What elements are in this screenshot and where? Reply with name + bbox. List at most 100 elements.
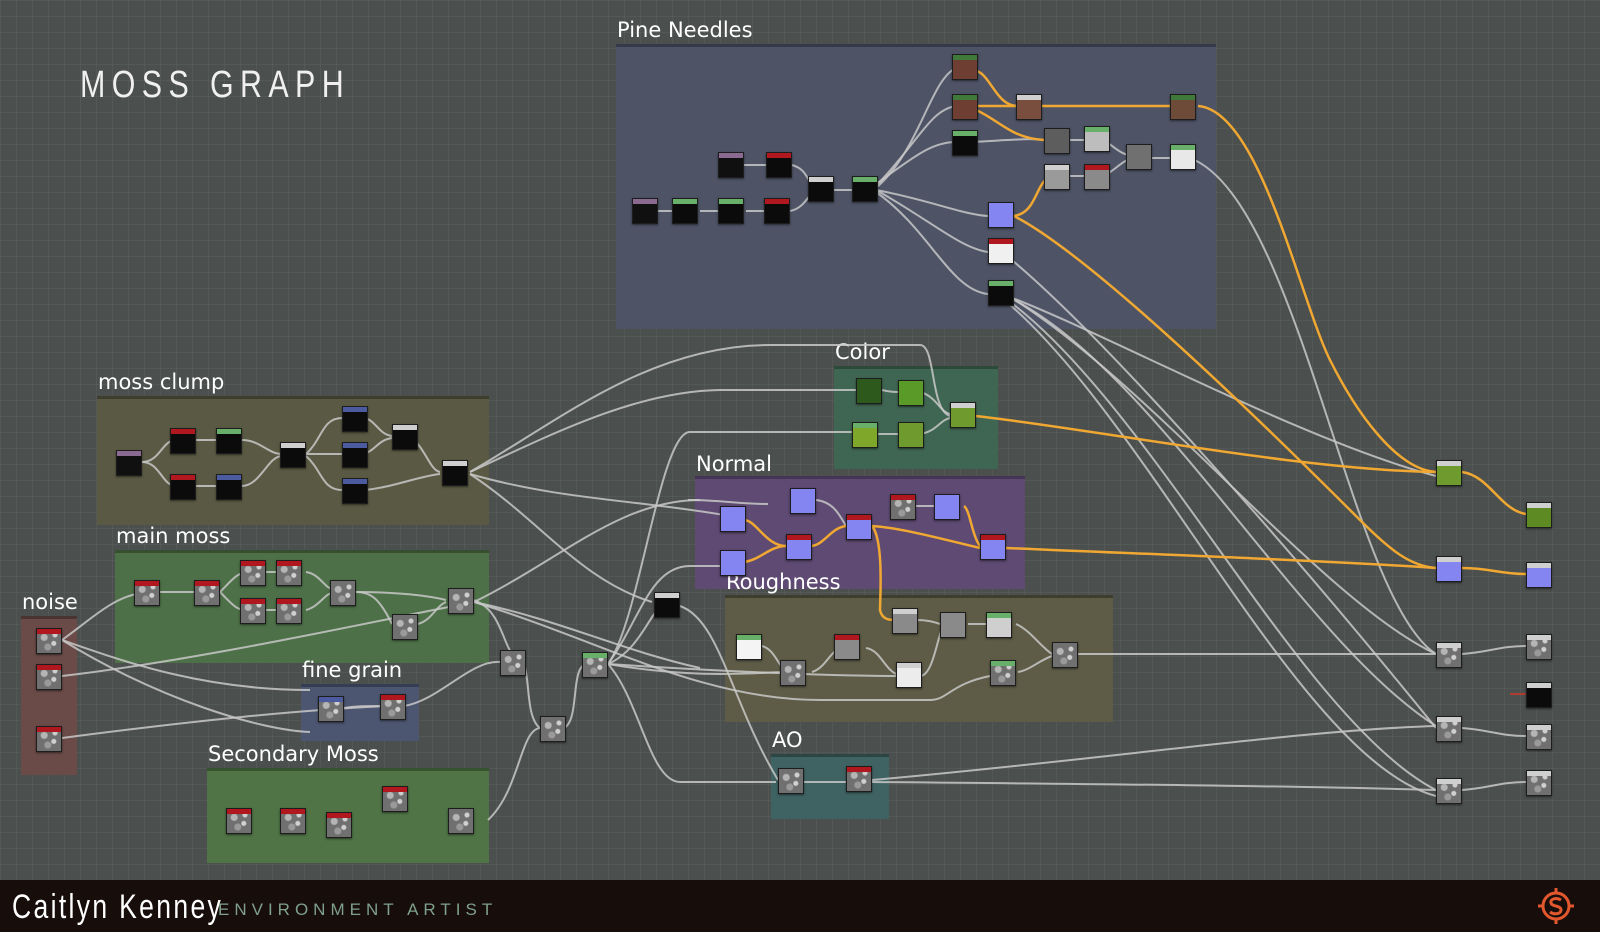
node-main-moss-3[interactable] [240, 560, 266, 586]
wire [743, 518, 787, 548]
node-out-normal[interactable] [1526, 562, 1552, 588]
node-out-height[interactable] [1526, 724, 1552, 750]
wire [607, 565, 724, 665]
frame-label-normal: Normal [696, 452, 772, 476]
node-normal-7[interactable] [980, 534, 1006, 560]
node-pine-brown-4[interactable] [1170, 94, 1196, 120]
node-rough-7[interactable] [990, 660, 1016, 686]
node-clump-black-8[interactable] [342, 478, 368, 504]
node-out-roughness-blend[interactable] [1436, 642, 1462, 668]
node-pine-black-3[interactable] [672, 198, 698, 224]
node-rough-6[interactable] [986, 612, 1012, 638]
node-out-metallic[interactable] [1526, 682, 1552, 708]
node-main-moss-7[interactable] [330, 580, 356, 606]
node-out-height-blend[interactable] [1436, 716, 1462, 742]
node-clump-black-5[interactable] [280, 442, 306, 468]
node-clump-black-4[interactable] [216, 474, 242, 500]
node-pine-normal[interactable] [988, 202, 1014, 228]
node-rough-white-1[interactable] [736, 634, 762, 660]
node-clump-shape[interactable] [116, 450, 142, 476]
node-mid-blend-2[interactable] [540, 716, 566, 742]
node-clump-black-3[interactable] [216, 428, 242, 454]
node-clump-black-1[interactable] [170, 428, 196, 454]
node-pine-gray-2[interactable] [1084, 126, 1110, 152]
node-rough-2[interactable] [780, 660, 806, 686]
node-pine-brown-1[interactable] [952, 54, 978, 80]
node-main-moss-2[interactable] [194, 580, 220, 606]
graph-canvas[interactable]: MOSS GRAPH Pine Needles moss clump Color… [0, 0, 1600, 880]
node-out-basecolor-blend[interactable] [1436, 460, 1462, 486]
node-pine-black-5[interactable] [764, 198, 790, 224]
node-out-ao-blend[interactable] [1436, 778, 1462, 804]
node-pine-black-2[interactable] [766, 152, 792, 178]
node-main-moss-out[interactable] [448, 588, 474, 614]
node-clump-out[interactable] [442, 460, 468, 486]
node-mid-black[interactable] [654, 592, 680, 618]
node-sec-moss-out[interactable] [448, 808, 474, 834]
wire [875, 189, 989, 253]
node-noise-3[interactable] [36, 726, 62, 752]
node-normal-5[interactable] [846, 514, 872, 540]
node-pine-gray-4[interactable] [1044, 164, 1070, 190]
node-color-green-2[interactable] [898, 380, 924, 406]
node-pine-shape-2[interactable] [632, 198, 658, 224]
node-main-moss-5[interactable] [240, 598, 266, 624]
node-rough-3[interactable] [834, 634, 860, 660]
node-rough-white-2[interactable] [896, 662, 922, 688]
node-normal-2[interactable] [720, 550, 746, 576]
node-normal-3[interactable] [790, 488, 816, 514]
node-pine-black-4[interactable] [718, 198, 744, 224]
node-noise-2[interactable] [36, 664, 62, 690]
frame-secondary-moss[interactable] [207, 768, 489, 863]
node-pine-shape-1[interactable] [718, 152, 744, 178]
node-noise-1[interactable] [36, 628, 62, 654]
node-main-moss-4[interactable] [276, 560, 302, 586]
node-pine-gray-1[interactable] [1044, 128, 1070, 154]
frame-main-moss[interactable] [115, 550, 489, 663]
node-normal-6[interactable] [934, 494, 960, 520]
node-sec-moss-1[interactable] [226, 808, 252, 834]
node-rough-out[interactable] [1052, 642, 1078, 668]
wire [871, 524, 981, 550]
node-ao-1[interactable] [778, 768, 804, 794]
node-pine-black-8[interactable] [988, 280, 1014, 306]
node-normal-height[interactable] [890, 494, 916, 520]
node-pine-brown-2[interactable] [952, 94, 978, 120]
node-rough-5[interactable] [940, 612, 966, 638]
node-sec-moss-3[interactable] [326, 812, 352, 838]
node-out-roughness[interactable] [1526, 634, 1552, 660]
node-out-normal-blend[interactable] [1436, 556, 1462, 582]
node-pine-gray-5[interactable] [1084, 164, 1110, 190]
node-pine-brown-3[interactable] [1016, 94, 1042, 120]
node-rough-4[interactable] [892, 608, 918, 634]
frame-pine-needles[interactable] [616, 44, 1216, 329]
node-color-green-4[interactable] [898, 422, 924, 448]
node-color-green-1[interactable] [856, 378, 882, 404]
node-out-basecolor[interactable] [1526, 502, 1552, 528]
node-pine-black-1[interactable] [952, 130, 978, 156]
node-pine-black-6[interactable] [808, 176, 834, 202]
node-clump-black-2[interactable] [170, 474, 196, 500]
node-color-out[interactable] [950, 402, 976, 428]
node-sec-moss-4[interactable] [382, 786, 408, 812]
node-clump-black-9[interactable] [392, 424, 418, 450]
node-normal-1[interactable] [720, 506, 746, 532]
node-fine-grain-2[interactable] [380, 694, 406, 720]
node-color-green-3[interactable] [852, 422, 878, 448]
node-fine-grain-1[interactable] [318, 696, 344, 722]
node-main-moss-1[interactable] [134, 580, 160, 606]
node-pine-white-1[interactable] [1170, 144, 1196, 170]
node-clump-black-6[interactable] [342, 406, 368, 432]
node-clump-black-7[interactable] [342, 442, 368, 468]
node-sec-moss-2[interactable] [280, 808, 306, 834]
node-pine-black-7[interactable] [852, 176, 878, 202]
node-mid-blend-1[interactable] [500, 650, 526, 676]
node-out-ao[interactable] [1526, 770, 1552, 796]
node-mid-blend-3[interactable] [582, 652, 608, 678]
node-main-moss-8[interactable] [392, 614, 418, 640]
node-ao-2[interactable] [846, 766, 872, 792]
node-normal-4[interactable] [786, 534, 812, 560]
node-pine-white-2[interactable] [988, 238, 1014, 264]
node-main-moss-6[interactable] [276, 598, 302, 624]
node-pine-gray-3[interactable] [1126, 144, 1152, 170]
